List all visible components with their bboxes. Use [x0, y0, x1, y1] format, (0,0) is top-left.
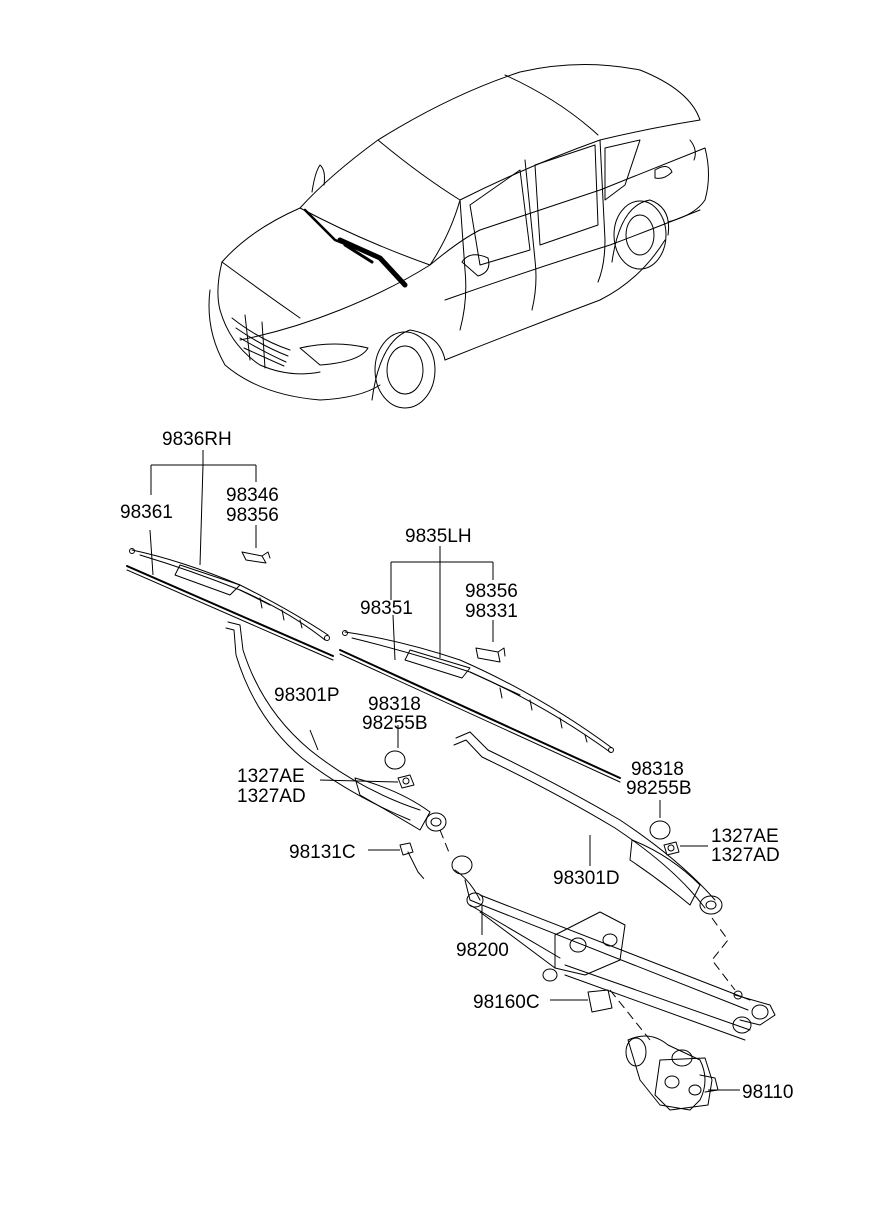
label-1327ad-p: 1327AD	[237, 786, 306, 807]
label-98346: 98346	[226, 485, 279, 506]
label-98131c: 98131C	[289, 842, 356, 863]
label-98255b-p: 98255B	[362, 713, 428, 734]
label-98301p: 98301P	[274, 685, 340, 706]
label-1327ad-d: 1327AD	[711, 845, 780, 866]
label-98160c: 98160C	[473, 992, 540, 1013]
label-98200: 98200	[456, 940, 509, 961]
label-98331: 98331	[465, 601, 518, 622]
label-1327ae-p: 1327AE	[237, 766, 305, 787]
label-98318-p: 98318	[368, 694, 421, 715]
motor-group	[625, 1035, 740, 1111]
label-98255b-d: 98255B	[626, 778, 692, 799]
label-98361: 98361	[120, 502, 173, 523]
arm-p-group	[225, 621, 447, 832]
bolt-group	[368, 842, 426, 881]
label-98351: 98351	[360, 598, 413, 619]
rh-blade-group	[126, 450, 334, 661]
bracket-group	[550, 989, 651, 1041]
label-98356-lh: 98356	[465, 581, 518, 602]
lh-blade-group	[339, 546, 621, 783]
part-labels: 9836RH 98361 98346 98356 9835LH 98351 98…	[120, 429, 793, 1103]
label-1327ae-d: 1327AE	[711, 826, 779, 847]
arm-d-group	[453, 731, 723, 915]
label-9835lh: 9835LH	[405, 526, 472, 547]
linkage-group	[439, 829, 776, 1041]
label-9836rh: 9836RH	[162, 429, 232, 450]
label-98110: 98110	[742, 1082, 793, 1103]
label-98301d: 98301D	[553, 868, 620, 889]
car-illustration	[208, 64, 709, 409]
label-98318-d: 98318	[631, 759, 684, 780]
label-98356-rh: 98356	[226, 505, 279, 526]
